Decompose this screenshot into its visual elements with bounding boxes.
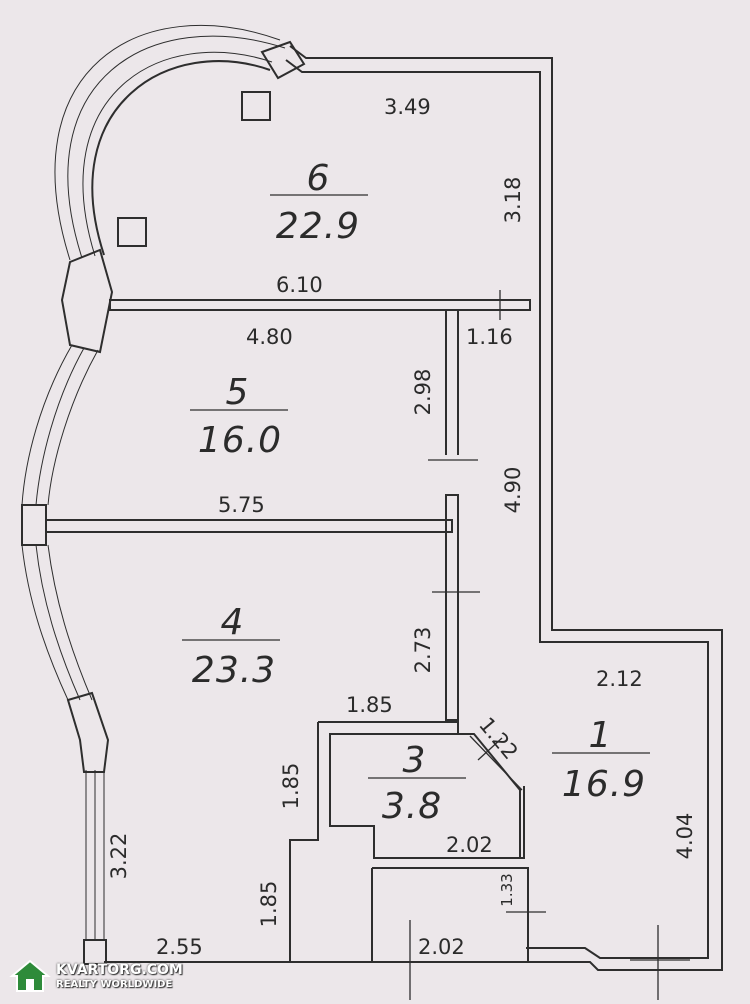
- dimension-label: 3.22: [107, 833, 131, 880]
- dimension-label: 4.04: [673, 813, 697, 860]
- dimension-label: 1.85: [346, 693, 393, 717]
- watermark-brand: KVARTORG.COM: [56, 961, 183, 978]
- room-4-number: 4: [221, 602, 244, 643]
- room-5-number: 5: [226, 372, 249, 413]
- dimension-label: 4.90: [501, 467, 525, 514]
- dimension-label: 6.10: [276, 273, 323, 297]
- dimension-label: 2.02: [418, 935, 465, 959]
- room-3-area: 3.8: [382, 786, 442, 827]
- watermark-tagline: REALTY WORLDWIDE: [56, 978, 173, 990]
- bay-window: [21, 25, 306, 965]
- vent-square: [117, 217, 147, 247]
- vent-square: [241, 91, 271, 121]
- room-4-area: 23.3: [192, 650, 276, 691]
- dimension-label: 3.49: [384, 95, 431, 119]
- room-5-area: 16.0: [198, 420, 282, 461]
- room-1-number: 1: [589, 715, 612, 756]
- house-logo-icon: [9, 959, 51, 992]
- dimension-label: 4.80: [246, 325, 293, 349]
- dimension-label: 1.16: [466, 325, 513, 349]
- watermark: KVARTORG.COM REALTY WORLDWIDE: [8, 958, 183, 994]
- room-6-area: 22.9: [276, 206, 360, 247]
- dimension-label: 3.18: [501, 177, 525, 224]
- dimension-label: 2.98: [411, 369, 435, 416]
- dimension-label: 1.85: [257, 881, 281, 928]
- dimension-label: 2.12: [596, 667, 643, 691]
- room-6-number: 6: [307, 158, 330, 199]
- room-1-area: 16.9: [562, 764, 646, 805]
- interior-walls: [45, 290, 690, 1000]
- dimension-label: 2.02: [446, 833, 493, 857]
- dimension-label: 5.75: [218, 493, 265, 517]
- exterior-walls: [104, 45, 723, 971]
- dimension-label: 1.33: [498, 873, 516, 906]
- dimension-label: 1.85: [279, 763, 303, 810]
- dimension-label: 2.73: [411, 627, 435, 674]
- room-3-number: 3: [403, 740, 426, 781]
- dimension-label: 2.55: [156, 935, 203, 959]
